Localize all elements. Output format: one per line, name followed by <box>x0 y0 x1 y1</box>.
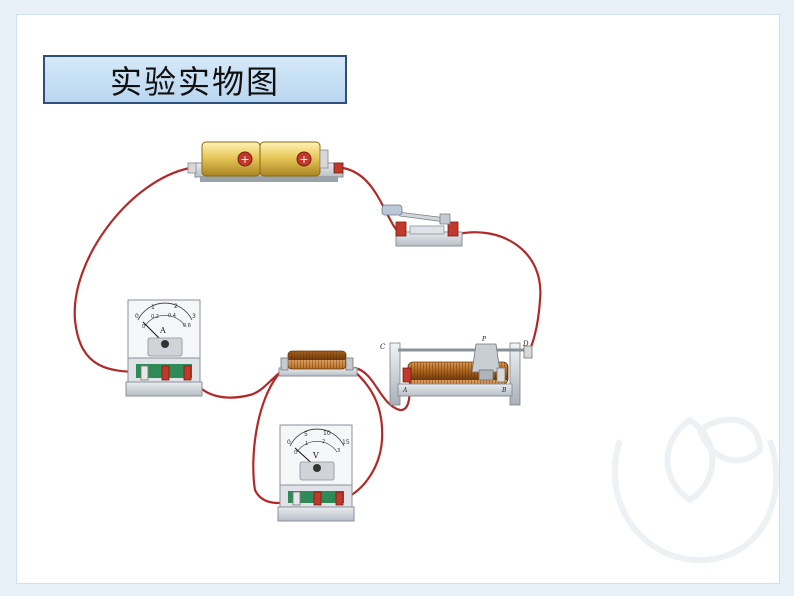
ammeter-subtick-2: 0.4 <box>168 313 176 319</box>
svg-text:+: + <box>240 153 249 166</box>
ammeter-tick-1: 1 <box>151 304 155 311</box>
ammeter-tick-3: 3 <box>192 313 196 320</box>
voltmeter-tick-0: 0 <box>287 439 291 446</box>
rheostat-label-b: B <box>501 387 507 394</box>
voltmeter: 0 5 10 15 0 1 2 3 V <box>277 424 355 522</box>
wire-battery-to-switch <box>341 166 405 238</box>
knife-switch <box>381 204 463 247</box>
ammeter-tick-0: 0 <box>135 313 139 320</box>
fixed-resistor <box>278 350 358 377</box>
ammeter-subtick-0: 0 <box>142 324 145 330</box>
voltmeter-subtick-3: 3 <box>337 448 340 454</box>
battery-cell-1: + <box>201 141 261 177</box>
wire-resistor-to-voltmeter <box>252 368 297 505</box>
wire-ammeter-to-resistor <box>188 366 287 399</box>
voltmeter-subtick-1: 1 <box>305 441 308 447</box>
battery-holder: + + <box>187 141 344 182</box>
sliding-rheostat: C D P A B <box>380 336 533 406</box>
voltmeter-subtick-2: 2 <box>322 439 325 445</box>
voltmeter-tick-15: 15 <box>342 439 350 446</box>
ammeter-unit-label: A <box>159 326 166 335</box>
slide-title: 实验实物图 <box>109 62 280 101</box>
voltmeter-unit-label: V <box>312 451 319 460</box>
rheostat-label-c: C <box>380 343 386 351</box>
ammeter-subtick-1: 0.2 <box>151 314 159 320</box>
wire-switch-to-rheostat <box>456 231 542 357</box>
ammeter-subtick-3: 0.6 <box>183 323 191 329</box>
rheostat-label-p: P <box>481 336 487 343</box>
wire-voltmeter-to-resistor <box>338 368 384 502</box>
svg-text:+: + <box>299 153 308 166</box>
ammeter-tick-2: 2 <box>174 303 178 310</box>
slide-background <box>16 14 780 584</box>
voltmeter-subtick-0: 0 <box>294 450 297 456</box>
rheostat-label-d: D <box>522 340 529 348</box>
wire-battery-to-ammeter <box>73 166 192 374</box>
battery-cell-2: + <box>259 141 321 177</box>
rheostat-label-a: A <box>402 387 408 394</box>
watermark-logo <box>611 416 780 564</box>
ammeter: 0 1 2 3 0 0.2 0.4 0.6 A <box>125 299 203 397</box>
voltmeter-tick-5: 5 <box>304 431 308 438</box>
voltmeter-tick-10: 10 <box>323 430 331 437</box>
title-box: 实验实物图 <box>43 55 347 104</box>
